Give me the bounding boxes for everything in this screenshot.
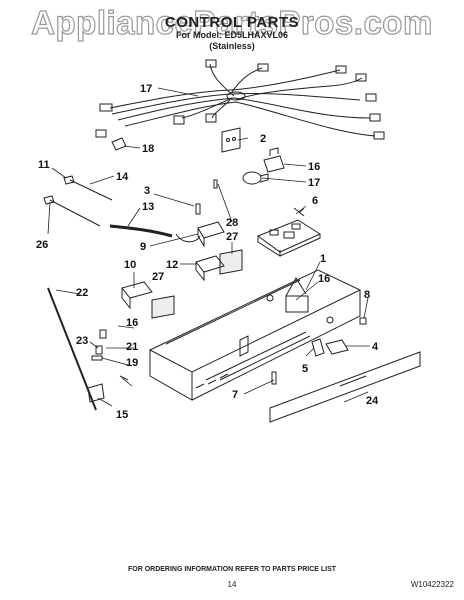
callout-15: 15 [116,409,128,421]
callout-20: 17 [140,83,152,95]
tube-13 [109,224,173,238]
callout-21: 18 [142,143,154,155]
control-housing-1 [148,269,362,401]
callout-17: 16 [308,161,320,173]
callout-16-right: 16 [318,273,330,285]
cap-26 [43,195,55,205]
callout-11: 11 [38,159,50,171]
callout-6: 6 [312,195,318,207]
page-title: CONTROL PARTS [164,14,300,31]
page-number: 14 [227,580,237,589]
bulb-19 [242,171,262,185]
callout-23: 22 [76,287,88,299]
callout-2: 2 [260,133,266,145]
switch-9 [175,221,225,248]
callout-1: 1 [320,253,326,265]
callout-25: 24 [366,395,379,407]
callout-7: 7 [232,389,238,401]
washer-22 [91,355,103,361]
ordering-note: FOR ORDERING INFORMATION REFER TO PARTS … [127,566,337,573]
screw-24 [95,345,103,355]
callout-3: 3 [144,185,150,197]
pin-18 [119,375,129,381]
screw-8 [359,317,367,325]
trim-strip-25 [269,351,421,423]
screw-7 [271,371,277,385]
screw-3 [195,203,201,215]
rod-5 [311,338,325,357]
bracket-15 [87,383,105,403]
callout-9: 9 [140,241,146,253]
callout-28: 28 [226,217,238,229]
callout-4: 4 [372,341,379,353]
model-line: For Model: ED5LHAXVL06 [175,30,288,40]
callout-14: 14 [116,171,129,183]
screw-16a [99,329,107,339]
switch-10 [121,281,153,310]
callout-8: 8 [364,289,370,301]
switch-4 [325,339,349,355]
clip-21 [111,137,127,151]
socket-17 [263,147,285,173]
leader-lines [47,87,370,407]
plate-2 [221,127,241,153]
label-27a [219,249,243,275]
rod-14 [69,179,113,201]
screw-28 [213,179,218,189]
finish-line: (Stainless) [209,41,255,51]
callout-5: 5 [302,363,308,375]
model-subtitle: For Model: ED5LHAXVL06 (Stainless) [0,30,464,52]
callout-27-top: 27 [226,231,238,243]
watermark: AppliancePartsPros.com [31,3,433,41]
callout-26: 26 [36,239,48,251]
callout-24: 23 [76,335,88,347]
callout-10: 10 [124,259,136,271]
callout-18: 19 [126,357,138,369]
wire-harness [95,59,385,140]
callout-16-left: 16 [126,317,138,329]
rod-26 [49,199,101,227]
document-number: W10422322 [410,580,454,589]
cap-11 [63,175,75,185]
callout-22: 21 [126,341,138,353]
callout-labels: 17 2 18 16 11 14 17 3 6 13 28 27 26 9 1 … [36,83,379,421]
callout-27-mid: 27 [152,271,164,283]
callout-19: 17 [308,177,320,189]
switch-12 [195,255,225,282]
control-board-6 [256,207,322,257]
label-27b [151,295,175,319]
callout-13: 13 [142,201,154,213]
callout-12: 12 [166,259,178,271]
